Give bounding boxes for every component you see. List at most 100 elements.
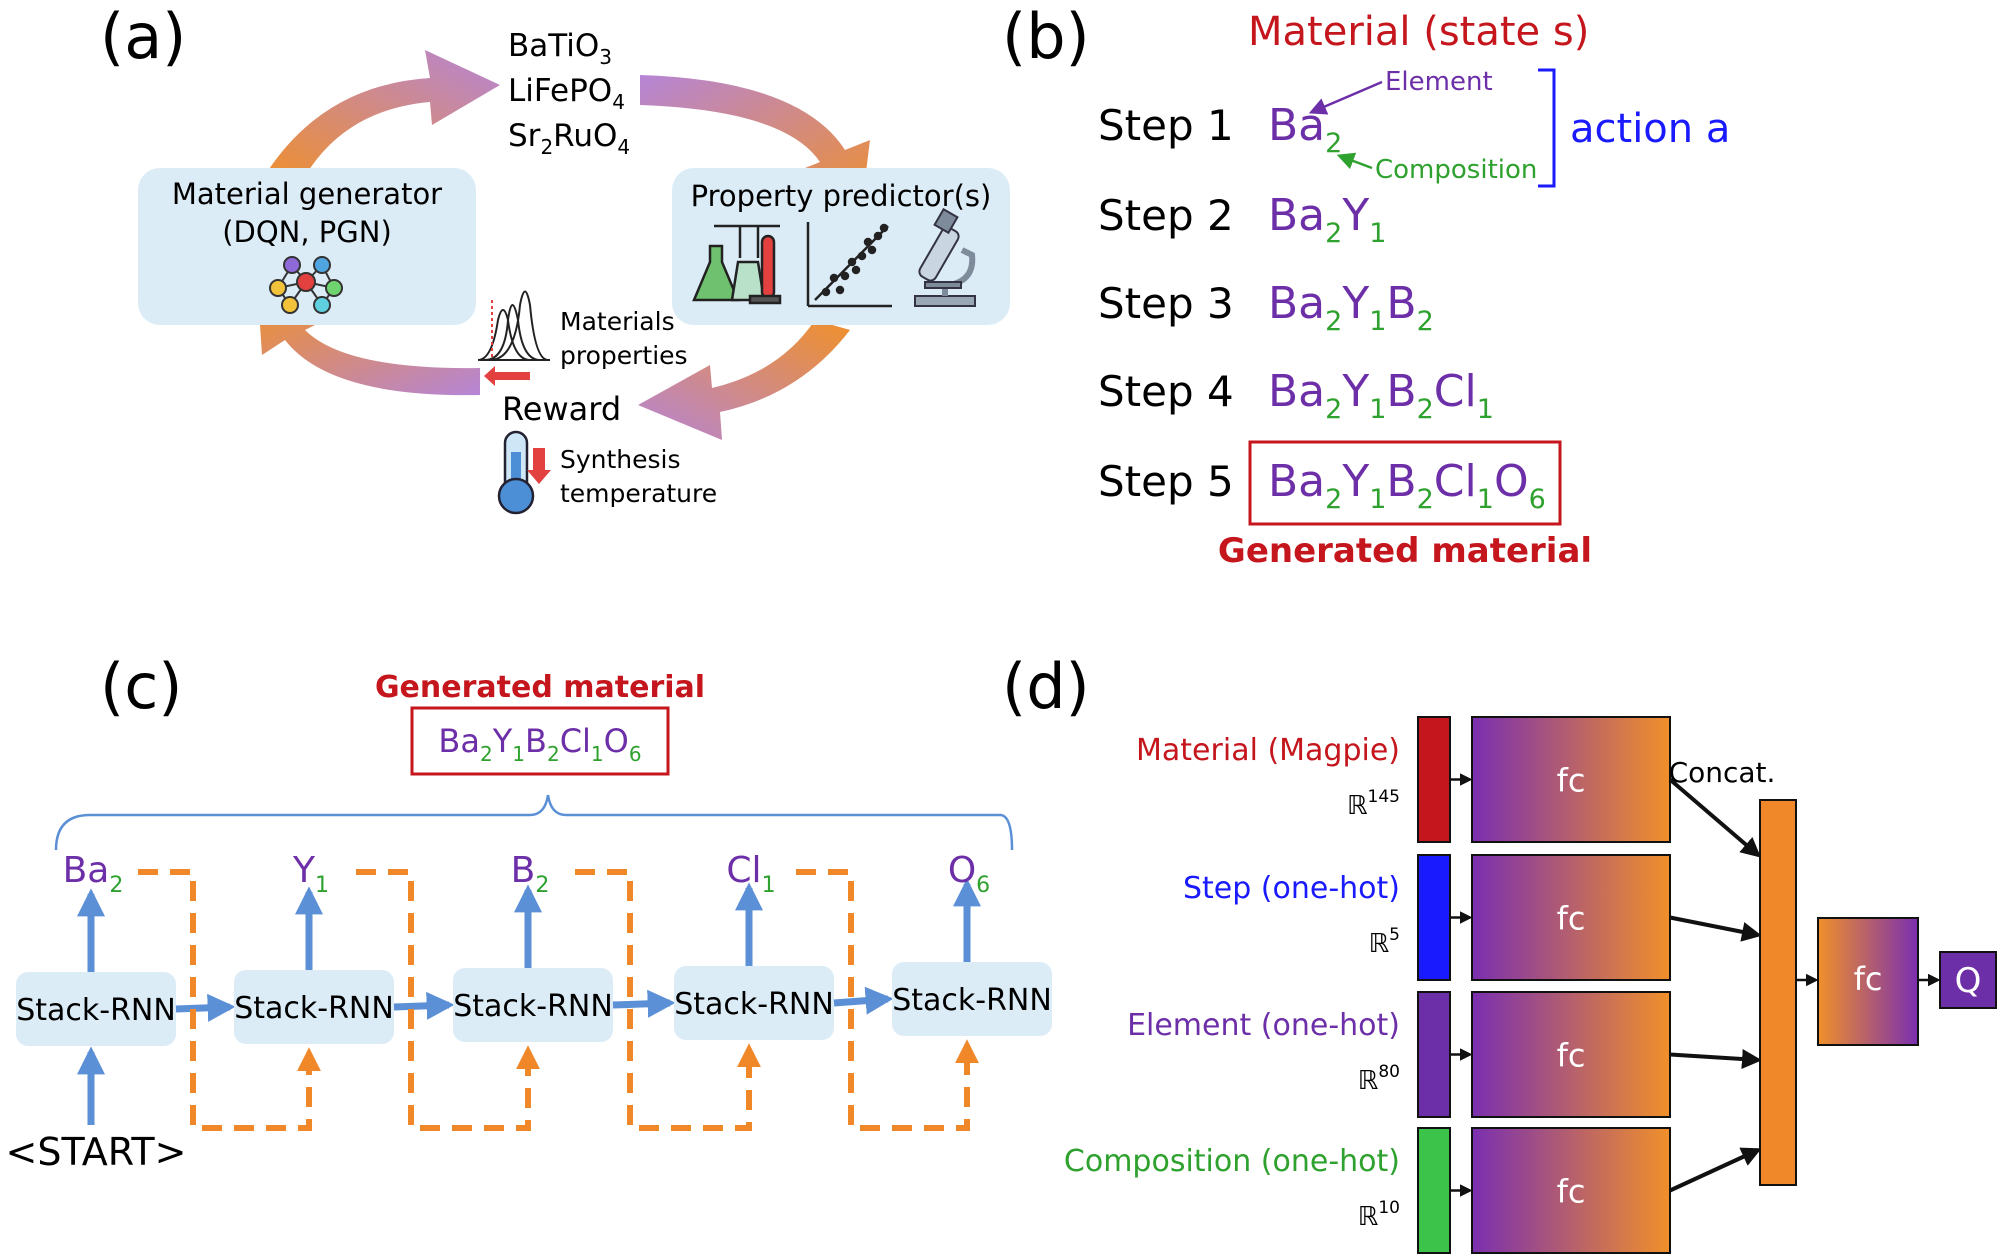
- panel-a: (a) BaTiO3 LiFePO4 Sr2RuO4 Material gene…: [100, 0, 1010, 515]
- feedback-arrow: [796, 869, 979, 1131]
- feedback-arrow: [575, 869, 761, 1131]
- generated-material-label-c: Generated material: [375, 670, 705, 705]
- boxed-formula: Ba2​Y1​B2​Cl1​O6​: [438, 722, 641, 766]
- input-name: Step (one-hot): [1183, 871, 1400, 906]
- step-label: Step 4: [1098, 367, 1234, 416]
- hidden-state-arrow: [175, 993, 236, 1022]
- thermometer-icon: [497, 430, 551, 515]
- stack-rnn-cell: [892, 962, 1052, 1036]
- predictor-title: Property predictor(s): [691, 179, 992, 213]
- element-pointer: [1308, 80, 1383, 115]
- step-formula: Ba2​Y1​: [1268, 190, 1386, 249]
- concat-bar: [1759, 799, 1797, 1186]
- generated-material-label-b: Generated material: [1218, 531, 1592, 571]
- materials-properties-line1: Materials: [560, 307, 675, 336]
- material-generator-box: [138, 168, 476, 325]
- hidden-state-arrow: [833, 986, 894, 1015]
- stack-rnn-label: Stack-RNN: [234, 991, 394, 1026]
- output-token: Ba2​: [63, 850, 124, 898]
- input-name: Element (one-hot): [1127, 1008, 1400, 1043]
- fc-to-concat-arrow: [1669, 915, 1762, 942]
- formula-batio3: BaTiO3: [508, 28, 612, 69]
- fc-block: [1471, 716, 1671, 843]
- element-annotation: Element: [1385, 67, 1493, 97]
- action-label: action a: [1570, 106, 1730, 152]
- synthesis-line1: Synthesis: [560, 445, 681, 474]
- stack-rnn-label: Stack-RNN: [892, 983, 1052, 1018]
- step-formula: Ba2​Y1​B2​Cl1​: [1268, 366, 1494, 425]
- output-token: O6​: [948, 850, 990, 898]
- hidden-state-arrow: [393, 991, 455, 1020]
- stack-rnn-cell: [16, 972, 176, 1046]
- fc-label: fc: [1557, 900, 1586, 938]
- synthesis-line2: temperature: [560, 479, 717, 508]
- generated-material-box: [1248, 440, 1562, 526]
- step-formula: Ba2​Y1​B2​: [1268, 278, 1434, 337]
- composition-annotation: Composition: [1375, 155, 1537, 185]
- input-name: Composition (one-hot): [1064, 1144, 1400, 1179]
- scatter-plot-icon: [806, 222, 892, 308]
- generator-title: Material generator: [172, 177, 442, 211]
- output-token: Cl1​: [726, 850, 775, 898]
- distribution-curves-icon: [477, 290, 550, 386]
- fc-label: fc: [1557, 1173, 1586, 1211]
- stack-rnn-label: Stack-RNN: [453, 989, 613, 1024]
- output-fc-block: [1817, 917, 1919, 1046]
- cycle-arrow-top: [262, 50, 500, 185]
- panel-b: (b) Material (state s) Element Compositi…: [1002, 0, 1730, 571]
- output-token: B2​: [511, 850, 550, 898]
- step-label: Step 1: [1098, 101, 1234, 150]
- fc-block: [1471, 991, 1671, 1118]
- fc-to-concat-arrow: [1669, 1049, 1762, 1069]
- example-formulas: BaTiO3 LiFePO4 Sr2RuO4: [508, 28, 630, 159]
- panel-c: (c) Generated material Ba2​Y1​B2​Cl1​O6​…: [6, 650, 1052, 1174]
- fc-to-concat-arrow: [1668, 777, 1762, 858]
- step-list: Step 1 Ba2​ Step 2 Ba2​Y1​ Step 3 Ba2​Y1​B2​ S…: [1098, 100, 1546, 515]
- step-label: Step 3: [1098, 279, 1234, 328]
- feedback-arrow: [356, 869, 540, 1131]
- stack-rnn-cell: [674, 966, 834, 1040]
- action-bracket: [1538, 68, 1556, 188]
- step-formula: Ba2​: [1268, 100, 1342, 159]
- fc-block: [1471, 1127, 1671, 1254]
- output-brace: [54, 794, 1014, 851]
- fc-to-concat-arrow: [1669, 1147, 1762, 1193]
- input-vector-bar: [1417, 854, 1451, 981]
- concat-label: Concat.: [1669, 756, 1776, 789]
- hidden-state-arrow: [612, 989, 676, 1018]
- materials-properties-line2: properties: [560, 341, 688, 370]
- output-fc-label: fc: [1854, 960, 1883, 998]
- input-vector-bar: [1417, 716, 1451, 843]
- rnn-chain: Stack-RNN Ba2​ Stack-RNN Y1​ Stack-RNN B2​ Sta…: [16, 850, 1052, 1131]
- panel-d-label: (d): [1002, 650, 1090, 723]
- generated-formula-box: [410, 706, 670, 776]
- input-vector-bar: [1417, 1127, 1451, 1254]
- reward-label: Reward: [502, 390, 621, 428]
- fc-label: fc: [1557, 762, 1586, 800]
- input-dimension: ℝ5: [1369, 925, 1400, 959]
- generator-subtitle: (DQN, PGN): [222, 215, 392, 249]
- panel-b-label: (b): [1002, 0, 1090, 73]
- step-label: Step 2: [1098, 191, 1234, 240]
- state-title: Material (state s): [1248, 9, 1589, 55]
- q-output-box: [1939, 951, 1997, 1009]
- feedback-arrow: [138, 869, 321, 1131]
- composition-pointer: [1336, 152, 1373, 170]
- input-name: Material (Magpie): [1136, 733, 1400, 768]
- cycle-arrow-bottom: [638, 320, 850, 440]
- stack-rnn-label: Stack-RNN: [674, 987, 834, 1022]
- neural-network-icon: [269, 256, 343, 314]
- lab-flask-icon: [692, 224, 782, 305]
- input-dimension: ℝ145: [1347, 787, 1400, 821]
- output-token: Y1​: [292, 850, 329, 898]
- stack-rnn-cell: [453, 968, 613, 1042]
- formula-lifepo4: LiFePO4: [508, 73, 625, 114]
- step-formula: Ba2​Y1​B2​Cl1​O6​: [1268, 456, 1546, 515]
- fc-label: fc: [1557, 1037, 1586, 1075]
- generated-formula: Ba2​Y1​B2​Cl1​O6​: [438, 722, 641, 766]
- stack-rnn-cell: [234, 970, 394, 1044]
- input-dimension: ℝ80: [1358, 1062, 1400, 1096]
